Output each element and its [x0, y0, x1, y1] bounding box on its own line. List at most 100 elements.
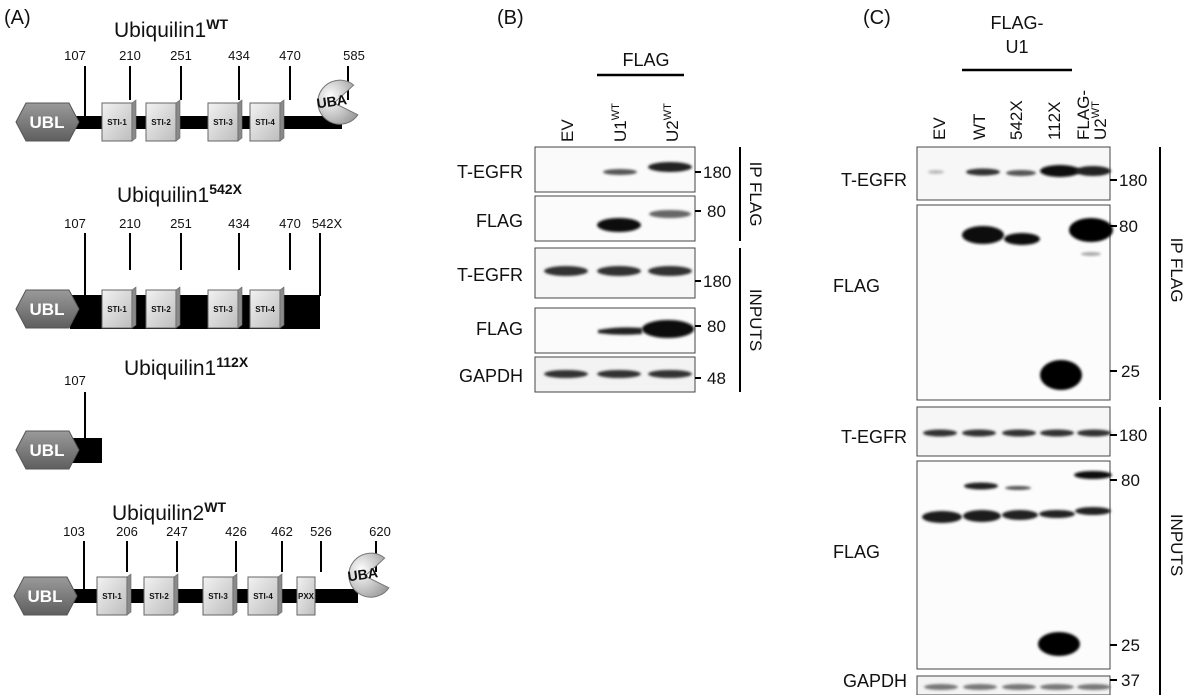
row-label: T-EGFR: [457, 265, 523, 285]
band: [1074, 471, 1112, 479]
construct-title: Ubiquilin2WT: [112, 499, 226, 525]
blot-input-flag: [916, 460, 1112, 670]
group-label: FLAG: [622, 50, 669, 70]
lane-label: U2WT: [1090, 101, 1110, 140]
band: [1006, 170, 1036, 176]
blot-input-gapdh: [916, 675, 1111, 695]
svg-text:UBA: UBA: [316, 91, 348, 111]
band: [648, 266, 692, 276]
band: [966, 168, 1000, 176]
row-label: T-EGFR: [841, 170, 907, 190]
construct-ubiquilin1-542x: Ubiquilin1542X 107 210 251 434 470 542X …: [15, 181, 343, 329]
svg-text:STI-1: STI-1: [107, 118, 127, 127]
sti-box: STI-1: [101, 286, 137, 329]
svg-text:STI-3: STI-3: [208, 592, 228, 601]
band: [924, 684, 958, 690]
blot-input-flag: [534, 307, 696, 354]
position-label: 103: [63, 524, 85, 539]
band: [962, 429, 996, 437]
sti-box: STI-3: [207, 286, 243, 329]
mw-label: 180: [703, 272, 731, 291]
band: [964, 482, 998, 490]
panel-b-label: (B): [497, 7, 524, 29]
mw-label: 180: [1119, 171, 1147, 190]
band: [544, 370, 588, 378]
row-labels: T-EGFR FLAG T-EGFR FLAG GAPDH: [457, 162, 523, 386]
mw-label: 80: [1119, 217, 1138, 236]
side-label-ip: IP FLAG: [1167, 238, 1186, 303]
row-label: FLAG: [833, 542, 880, 562]
mw-label: 37: [1121, 671, 1140, 690]
sti-box: STI-4: [249, 286, 285, 329]
position-label: 251: [170, 216, 192, 231]
position-label: 434: [228, 216, 250, 231]
svg-text:STI-3: STI-3: [213, 118, 233, 127]
lane-label: EV: [558, 119, 577, 142]
position-label: 426: [225, 524, 247, 539]
band: [1040, 429, 1074, 437]
position-labels: 103 206 247 426 462 526 620: [63, 524, 391, 539]
position-label: 210: [119, 216, 141, 231]
band: [544, 266, 588, 276]
mw-label: 180: [1119, 426, 1147, 445]
mw-label: 80: [707, 317, 726, 336]
position-label: 542X: [312, 216, 343, 231]
construct-ubiquilin1-112x: Ubiquilin1112X 107 UBL: [15, 354, 249, 470]
ubl-domain: UBL: [15, 430, 80, 470]
band: [648, 162, 692, 172]
band: [922, 511, 962, 523]
blot-ip-flag: [916, 204, 1113, 401]
mw-label: 180: [703, 163, 731, 182]
sti-box: STI-1: [101, 99, 137, 142]
row-label: T-EGFR: [457, 162, 523, 182]
band: [648, 370, 692, 378]
mw-label: 80: [1121, 471, 1140, 490]
position-label: 585: [343, 48, 365, 63]
sti-box: STI-3: [207, 99, 243, 142]
band: [597, 218, 641, 232]
row-labels: T-EGFR FLAG T-EGFR FLAG GAPDH: [833, 170, 907, 691]
construct-title: Ubiquilin1542X: [117, 181, 243, 207]
band: [1075, 166, 1111, 176]
sti-box: STI-2: [145, 99, 181, 142]
blot-ip-tegfr: [916, 146, 1111, 201]
band: [928, 170, 944, 174]
sti-box: STI-4: [247, 573, 283, 616]
lane-label: U1WT: [610, 103, 630, 142]
position-label: 206: [116, 524, 138, 539]
mw-markers: 180 80 25 180 80 25 37: [1110, 171, 1147, 690]
band: [923, 429, 957, 437]
lane-labels: EV WT 542X 112X FLAG- U2WT: [930, 90, 1110, 140]
svg-text:STI-2: STI-2: [149, 592, 169, 601]
lane-label: U2WT: [662, 103, 682, 142]
mw-label: 80: [707, 202, 726, 221]
svg-text:STI-3: STI-3: [213, 305, 233, 314]
position-label: 107: [64, 216, 86, 231]
band: [1002, 429, 1036, 437]
position-labels: 107 210 251 434 470 585: [64, 48, 365, 63]
lane-label: 542X: [1007, 100, 1026, 140]
side-label-inputs: INPUTS: [746, 289, 765, 351]
sti-box: STI-2: [143, 573, 179, 616]
blot-input-tegfr: [916, 406, 1111, 457]
row-label: GAPDH: [459, 366, 523, 386]
uba-domain: UBA: [345, 550, 391, 601]
svg-text:STI-4: STI-4: [255, 305, 275, 314]
band: [1002, 684, 1036, 690]
position-label: 210: [119, 48, 141, 63]
position-label: 526: [310, 524, 332, 539]
position-label: 434: [228, 48, 250, 63]
row-label: FLAG: [833, 276, 880, 296]
group-label-line2: U1: [1005, 37, 1028, 57]
svg-text:STI-4: STI-4: [253, 592, 273, 601]
svg-text:UBL: UBL: [30, 300, 65, 319]
position-label: 247: [166, 524, 188, 539]
position-label: 251: [170, 48, 192, 63]
sti-box: STI-3: [202, 573, 238, 616]
band: [1040, 165, 1080, 177]
ticks: [84, 233, 321, 296]
position-label: 470: [279, 48, 301, 63]
row-label: T-EGFR: [841, 427, 907, 447]
band: [963, 684, 997, 690]
band: [1069, 218, 1113, 242]
